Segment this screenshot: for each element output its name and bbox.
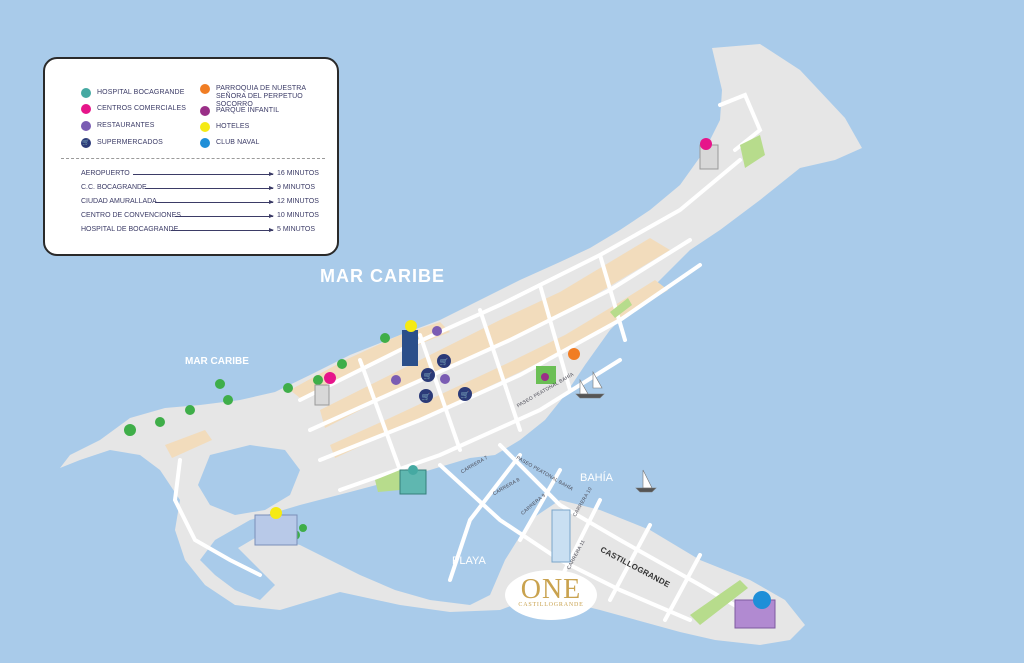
dot-icon (200, 122, 210, 132)
parks (375, 135, 765, 625)
arrow-icon (133, 172, 274, 176)
dot-icon (81, 104, 91, 114)
legend-item-club-naval: CLUB NAVAL (200, 138, 260, 148)
label-bahia: BAHÍA (580, 472, 614, 484)
arrow-icon (171, 228, 274, 232)
poi-hospital-icon[interactable] (408, 465, 418, 475)
svg-text:🛒: 🛒 (422, 392, 431, 401)
legend-label: HOTELES (216, 123, 250, 130)
distance-time: 9 MINUTOS (277, 184, 315, 191)
distance-place: C.C. BOCAGRANDE (81, 184, 147, 191)
distance-row: CIUDAD AMURALLADA 12 MINUTOS (81, 197, 321, 207)
poi-restaurant-icon[interactable] (440, 374, 450, 384)
label-mar-caribe-west: MAR CARIBE (185, 356, 249, 367)
distance-time: 16 MINUTOS (277, 170, 319, 177)
legend-label: RESTAURANTES (97, 122, 155, 129)
brand-subtitle: CASTILLOGRANDE (518, 602, 584, 608)
sailboat-icon (575, 370, 657, 493)
arrow-icon (175, 214, 274, 218)
poi-playground-icon[interactable] (541, 373, 549, 381)
legend-label: CENTROS COMERCIALES (97, 105, 187, 112)
legend-item-centros-comerciales: CENTROS COMERCIALES (81, 104, 187, 114)
label-playa: PLAYA (452, 555, 486, 567)
cart-icon: 🛒 (81, 138, 91, 148)
distance-row: AEROPUERTO 16 MINUTOS (81, 169, 321, 179)
poi-church-icon[interactable] (568, 348, 580, 360)
distance-time: 12 MINUTOS (277, 198, 319, 205)
legend-item-parroquia: PARROQUIA DE NUESTRA SEÑORA DEL PERPETUO… (200, 84, 325, 109)
distance-time: 10 MINUTOS (277, 212, 319, 219)
poi-restaurant-icon[interactable] (432, 326, 442, 336)
svg-text:🛒: 🛒 (440, 357, 449, 366)
map-legend: HOSPITAL BOCAGRANDE CENTROS COMERCIALES … (43, 57, 339, 256)
distance-place: CIUDAD AMURALLADA (81, 198, 157, 205)
legend-label: PARQUE INFANTIL (216, 107, 280, 114)
svg-text:🛒: 🛒 (461, 390, 470, 399)
poi-hotel-icon[interactable] (405, 320, 417, 332)
label-mar-caribe-main: MAR CARIBE (320, 266, 445, 286)
distance-row: CENTRO DE CONVENCIONES 10 MINUTOS (81, 211, 321, 221)
legend-divider (61, 158, 325, 159)
legend-item-restaurantes: RESTAURANTES (81, 121, 155, 131)
brand-logo: ONE CASTILLOGRANDE (505, 570, 597, 620)
distance-place: CENTRO DE CONVENCIONES (81, 212, 181, 219)
poi-mall-icon[interactable] (700, 138, 712, 150)
legend-item-parque-infantil: PARQUE INFANTIL (200, 106, 280, 116)
distance-row: HOSPITAL DE BOCAGRANDE 5 MINUTOS (81, 225, 321, 235)
svg-text:🛒: 🛒 (424, 371, 433, 380)
arrow-icon (145, 186, 274, 190)
legend-label: CLUB NAVAL (216, 139, 260, 146)
distance-row: C.C. BOCAGRANDE 9 MINUTOS (81, 183, 321, 193)
streets (172, 92, 763, 622)
poi-club-naval-icon[interactable] (753, 591, 771, 609)
arrow-icon (155, 200, 274, 204)
dot-icon (81, 88, 91, 98)
legend-label: PARROQUIA DE NUESTRA SEÑORA DEL PERPETUO… (216, 85, 306, 108)
poi-hotel-icon[interactable] (270, 507, 282, 519)
brand-name: ONE (520, 574, 582, 605)
poi-restaurant-icon[interactable] (391, 375, 401, 385)
poi-supermarket-icon[interactable] (419, 354, 472, 403)
palm-trees (124, 333, 390, 540)
poi-markers[interactable]: 🛒 🛒 🛒 🛒 (270, 138, 771, 609)
legend-item-supermercados: 🛒 SUPERMERCADOS (81, 138, 163, 148)
dot-icon (200, 84, 210, 94)
legend-item-hospital: HOSPITAL BOCAGRANDE (81, 88, 185, 98)
dot-icon (200, 106, 210, 116)
building-icons (254, 144, 776, 629)
distance-place: AEROPUERTO (81, 170, 130, 177)
legend-label: HOSPITAL BOCAGRANDE (97, 89, 185, 96)
dot-icon (200, 138, 210, 148)
legend-label: SUPERMERCADOS (97, 139, 163, 146)
distance-place: HOSPITAL DE BOCAGRANDE (81, 226, 179, 233)
poi-mall-icon[interactable] (324, 372, 336, 384)
dot-icon (81, 121, 91, 131)
legend-item-hoteles: HOTELES (200, 122, 250, 132)
lagoon (198, 445, 300, 515)
distance-time: 5 MINUTOS (277, 226, 315, 233)
